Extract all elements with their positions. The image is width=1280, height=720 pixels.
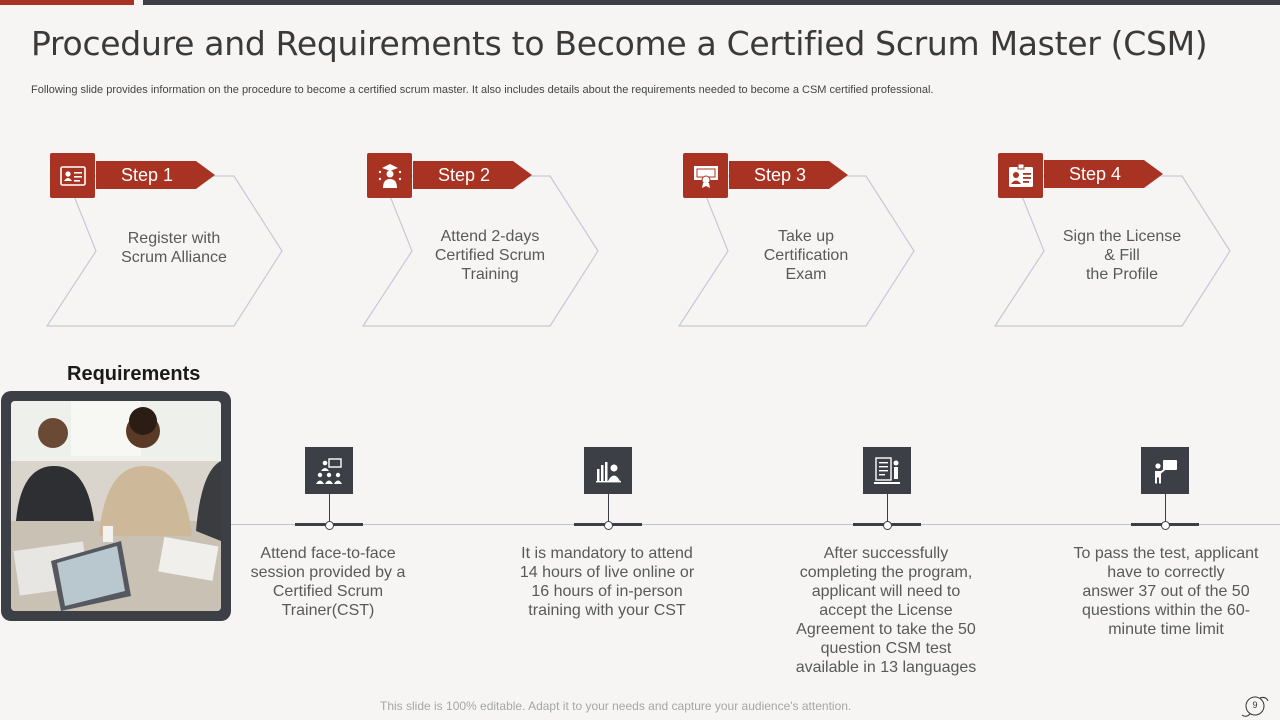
step-1-text: Register with Scrum Alliance [121, 230, 227, 266]
meeting-photo [11, 401, 221, 611]
page-title: Procedure and Requirements to Become a C… [31, 24, 1208, 63]
meeting-photo-frame [1, 391, 231, 621]
requirement-1-dot [325, 521, 334, 530]
hours-chart-icon [584, 447, 632, 494]
step-4-chevron [994, 175, 1231, 327]
presentation-icon [305, 447, 353, 494]
step-2-label: Step 2 [413, 161, 532, 189]
agreement-icon [863, 447, 911, 494]
step-4-label: Step 4 [1044, 160, 1163, 188]
footer-note: This slide is 100% editable. Adapt it to… [380, 699, 852, 713]
requirement-4-connector [1165, 494, 1166, 522]
requirement-4-dot [1161, 521, 1170, 530]
step-2-text: Attend 2-days Certified Scrum Training [434, 228, 546, 283]
requirement-1-connector [329, 494, 330, 522]
step-4-text: Sign the License & Fill the Profile [1062, 228, 1182, 283]
step-2-chevron [362, 175, 599, 327]
page-subtitle: Following slide provides information on … [31, 84, 934, 96]
profile-card-icon [998, 153, 1043, 198]
certificate-icon [683, 153, 728, 198]
requirement-3-text: After successfully completing the progra… [795, 545, 977, 676]
step-3-chevron [678, 175, 915, 327]
test-board-icon [1141, 447, 1189, 494]
trainer-icon [367, 153, 412, 198]
id-card-icon [50, 153, 95, 198]
page-number-text: 9 [1252, 700, 1258, 710]
requirement-2-connector [608, 494, 609, 522]
top-accent-bar [0, 0, 134, 5]
requirement-1-text: Attend face-to-face session provided by … [250, 545, 406, 619]
requirement-2-dot [604, 521, 613, 530]
requirement-3-dot [883, 521, 892, 530]
step-1-label: Step 1 [96, 161, 215, 189]
requirements-timeline [231, 524, 1280, 525]
requirement-3-connector [887, 494, 888, 522]
top-dark-bar [143, 0, 1280, 5]
page-number: 9 [1240, 694, 1270, 718]
step-1-chevron [46, 175, 283, 327]
requirement-2-text: It is mandatory to attend 14 hours of li… [519, 545, 695, 619]
step-3-text: Take up Certification Exam [763, 228, 849, 283]
step-3-label: Step 3 [729, 161, 848, 189]
requirement-4-text: To pass the test, applicant have to corr… [1073, 545, 1259, 638]
page-number-badge-icon [1241, 696, 1269, 717]
requirements-title: Requirements [67, 363, 201, 385]
